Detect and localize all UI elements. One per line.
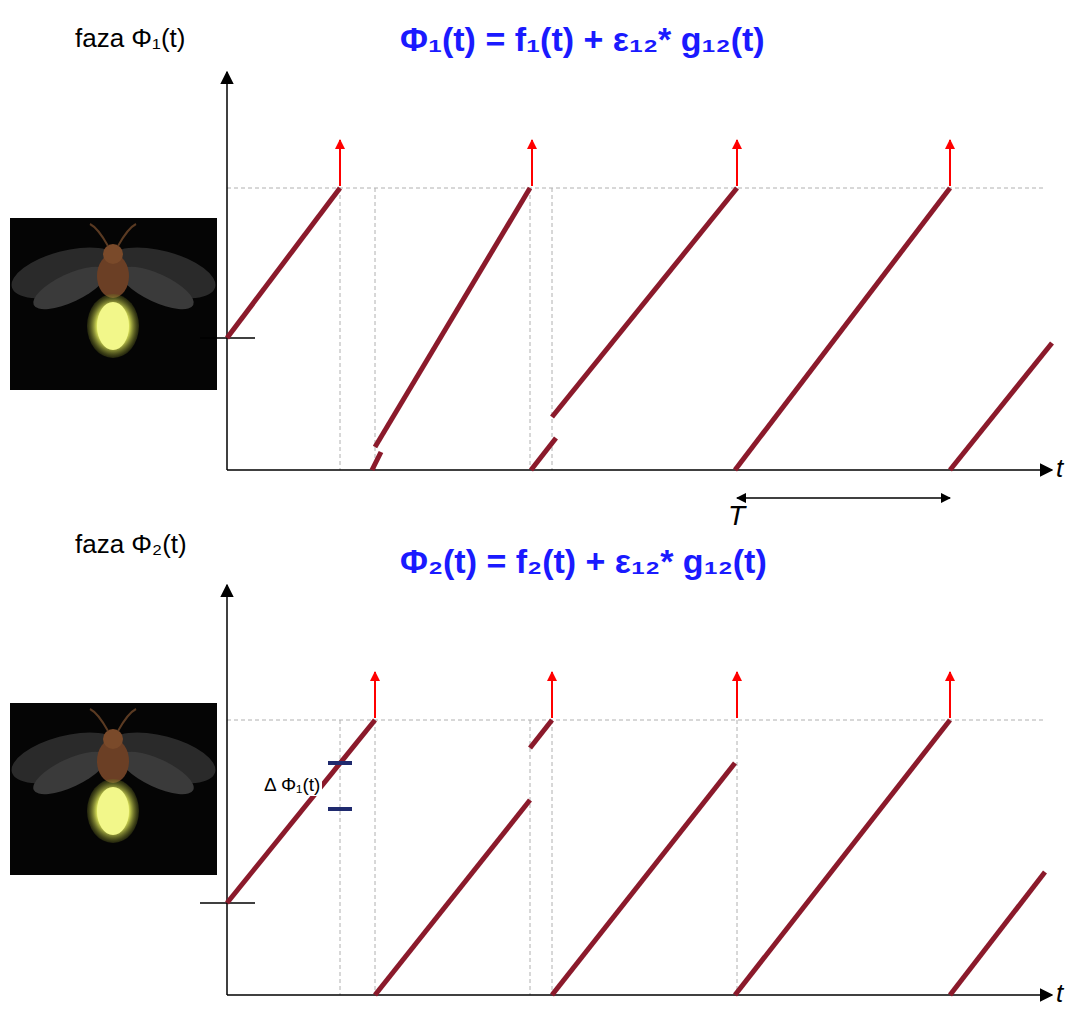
firefly-picture	[6, 703, 221, 875]
guide-lines	[227, 188, 1045, 995]
phase-formula: Φ₂(t) = f₂(t) + ε₁₂* g₁₂(t)	[400, 542, 767, 581]
period-label: T	[728, 500, 745, 532]
time-axis-label: t	[1056, 454, 1063, 484]
phase-formula: Φ₁(t) = f₁(t) + ε₁₂* g₁₂(t)	[400, 20, 765, 59]
axes	[200, 72, 1052, 995]
axis-label: faza Φ₂(t)	[75, 530, 187, 560]
flash-arrows	[340, 140, 950, 718]
delta-label: Δ Φ₁(t)	[262, 774, 322, 796]
delta-bars	[328, 763, 352, 809]
time-axis-label: t	[1056, 979, 1063, 1009]
phase-ramps	[227, 188, 1052, 995]
firefly-picture	[6, 218, 221, 390]
axis-label: faza Φ₁(t)	[75, 24, 185, 54]
period-arrow	[737, 497, 950, 499]
